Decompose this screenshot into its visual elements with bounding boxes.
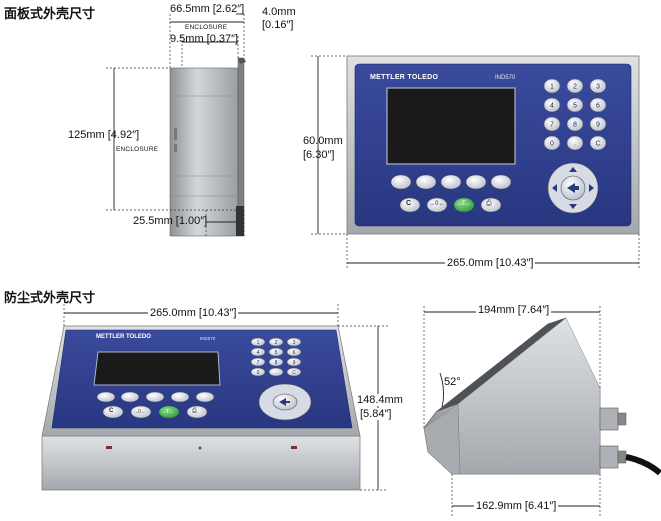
dim-bottom-depth: 25.5mm [1.00″] — [133, 215, 208, 227]
keypad-key-label: 1 — [550, 83, 554, 90]
dust-model-label: IND570 — [200, 336, 216, 341]
keypad-key — [268, 337, 284, 347]
panel-model-label: IND570 — [495, 75, 516, 81]
dim-side-depth-top: 194mm [7.64″] — [476, 304, 552, 316]
keypad-key-label: C — [292, 370, 296, 376]
keypad-key-label: 7 — [257, 360, 260, 366]
dim-flange-in: [0.16″] — [262, 19, 294, 31]
keypad-key — [268, 347, 284, 357]
keypad-key-label: 8 — [275, 360, 278, 366]
keypad-key — [286, 337, 302, 347]
panel-key-c: C — [406, 200, 412, 207]
dust-numeric-keypad: 1 2 3 4 5 6 7 8 9 0. C — [250, 337, 302, 377]
keypad-key — [250, 337, 266, 347]
keypad-key — [589, 135, 607, 151]
keypad-key-label: 9 — [293, 360, 296, 366]
keypad-key — [566, 97, 584, 113]
keypad-key-label: 7 — [550, 121, 554, 128]
keypad-key — [543, 116, 561, 132]
keypad-key-label: 4 — [550, 102, 554, 109]
keypad-key — [268, 367, 284, 377]
keypad-key-label: 0 — [257, 370, 260, 376]
keypad-key — [589, 97, 607, 113]
panel-numeric-keypad: 1 2 3 4 5 6 7 8 9 0. C — [543, 78, 607, 151]
keypad-key-label: . — [275, 370, 276, 376]
dim-inner-depth: 9.5mm [0.37″] — [170, 33, 239, 45]
dust-key-c: C — [109, 408, 114, 414]
dim-dust-height: 148.4mm — [357, 394, 403, 406]
keypad-key — [543, 135, 561, 151]
dim-enclosure-top: ENCLOSURE — [185, 24, 228, 31]
keypad-key-label: 0 — [550, 140, 554, 147]
dust-key-zero: →0← — [133, 409, 146, 415]
keypad-key — [250, 347, 266, 357]
keypad-key — [250, 357, 266, 367]
keypad-key — [286, 347, 302, 357]
panel-key-zero: →0← — [429, 201, 445, 207]
dim-side-depth-bottom: 162.9mm [6.41″] — [474, 500, 559, 512]
keypad-key — [566, 78, 584, 94]
dust-key-tare: →T← — [161, 409, 175, 415]
keypad-key — [543, 97, 561, 113]
keypad-key — [566, 135, 584, 151]
keypad-key — [250, 367, 266, 377]
dim-angle: 52° — [444, 376, 461, 388]
keypad-key-label: 1 — [257, 340, 260, 346]
keypad-key-label: 6 — [596, 102, 600, 109]
dim-depth-total: 66.5mm [2.62″] — [170, 3, 245, 15]
keypad-key — [286, 357, 302, 367]
dust-key-print: ⎙ — [192, 408, 197, 414]
panel-section-title: 面板式外壳尺寸 — [4, 7, 96, 22]
keypad-key-label: 4 — [257, 350, 260, 356]
panel-key-print: ⎙ — [486, 200, 492, 207]
keypad-key-label: 2 — [573, 83, 577, 90]
dim-front-height-in: [6.30″] — [303, 149, 335, 161]
keypad-key — [286, 367, 302, 377]
keypad-key-label: 6 — [293, 350, 296, 356]
dim-enclosure-side: ENCLOSURE — [116, 146, 159, 153]
dust-brand-label: METTLER TOLEDO — [96, 334, 151, 340]
dim-front-height: 60.0mm — [303, 135, 343, 147]
keypad-key-label: 3 — [293, 340, 296, 346]
dim-dust-width: 265.0mm [10.43″] — [148, 307, 239, 319]
keypad-key-label: C — [595, 140, 600, 147]
dim-flange: 4.0mm — [262, 6, 296, 18]
panel-brand-label: METTLER TOLEDO — [370, 74, 439, 81]
keypad-key-label: 5 — [275, 350, 278, 356]
keypad-key — [589, 116, 607, 132]
dim-front-width: 265.0mm [10.43″] — [445, 257, 536, 269]
keypad-key-label: 5 — [573, 102, 577, 109]
keypad-key — [268, 357, 284, 367]
keypad-key — [566, 116, 584, 132]
dim-height: 125mm [4.92″] — [68, 129, 140, 141]
keypad-key-label: . — [574, 140, 576, 147]
dust-section-title: 防尘式外壳尺寸 — [4, 291, 96, 306]
keypad-key-label: 9 — [596, 121, 600, 128]
keypad-key-label: 8 — [573, 121, 577, 128]
panel-softkeys — [390, 174, 512, 190]
keypad-key — [543, 78, 561, 94]
panel-key-tare: →T← — [456, 201, 472, 207]
dim-dust-height-in: [5.84″] — [360, 408, 392, 420]
keypad-key-label: 2 — [275, 340, 278, 346]
keypad-key-label: 3 — [596, 83, 600, 90]
keypad-key — [589, 78, 607, 94]
